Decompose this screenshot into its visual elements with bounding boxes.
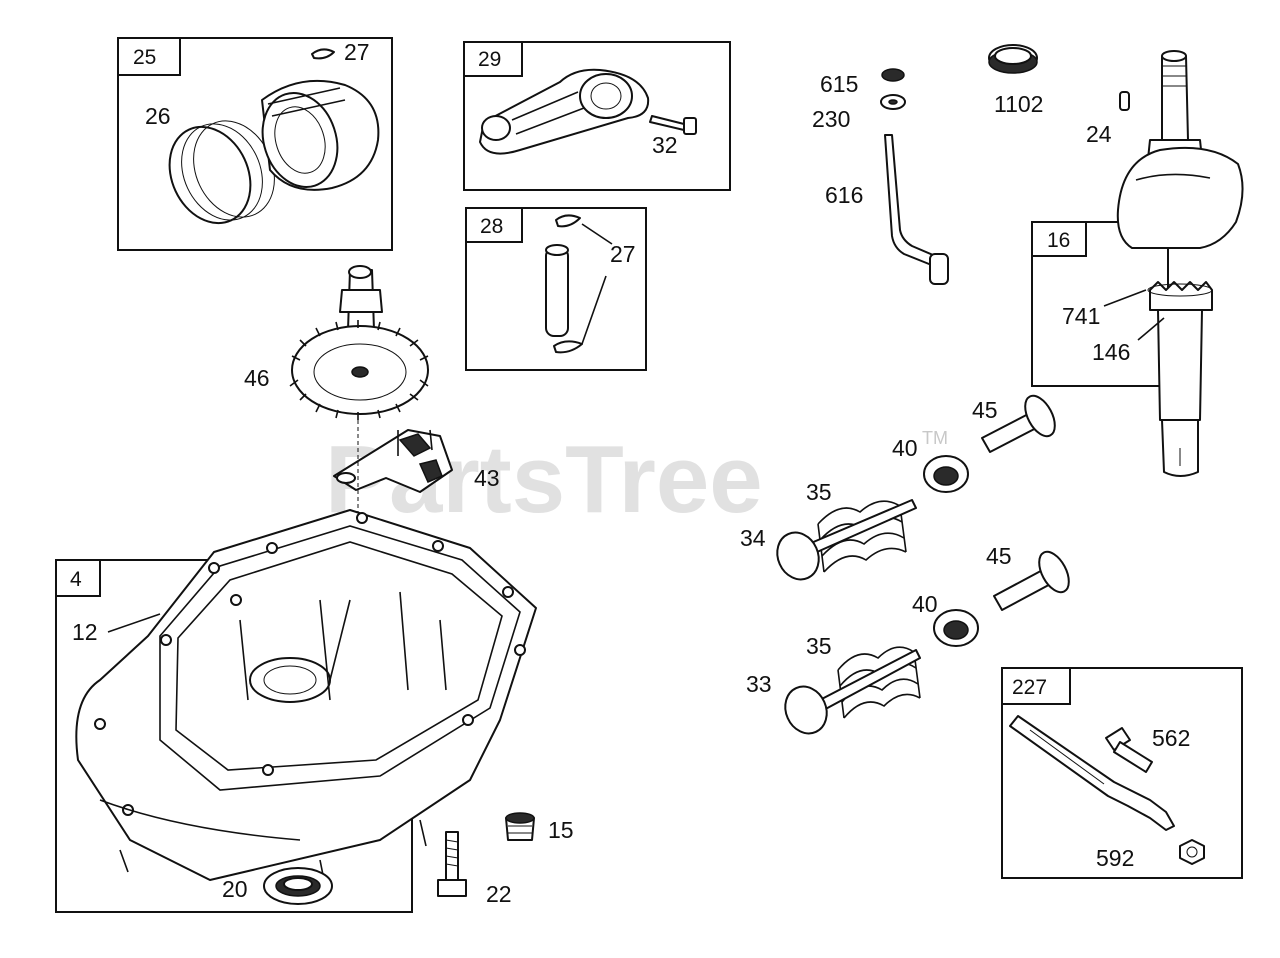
piston[interactable] [251,79,380,197]
group-29-frame [463,41,731,191]
callout-592: 592 [1096,845,1134,871]
crankcase-sump[interactable] [75,509,537,881]
callout-1102: 1102 [994,91,1043,117]
group-4-crankcase[interactable]: 4 [55,509,537,913]
group-227-frame [1001,667,1243,879]
group-28-tag: 28 [480,215,503,238]
callout-741: 741 [1062,303,1100,329]
flange-bolt-holes [94,512,526,816]
group-227-tag: 227 [1012,676,1047,699]
part-43-governor[interactable] [333,429,453,493]
callout-27-top: 27 [344,39,370,65]
piston-pin-clip[interactable] [311,48,335,60]
rod-bolt[interactable] [649,115,697,135]
part-22-bolt[interactable] [437,831,467,897]
part-20-seal[interactable] [263,867,333,905]
callout-562: 562 [1152,725,1190,751]
connecting-rod[interactable] [479,68,650,155]
part-33-valve-exhaust[interactable] [778,649,921,740]
callout-45-lower: 45 [986,543,1012,569]
pin-clip-top[interactable] [555,214,581,228]
group-4-tag-box [55,559,101,597]
part-46-camshaft[interactable] [289,265,429,420]
group-28-frame [465,207,647,371]
group-16-crankshaft[interactable]: 16 741 146 [1031,50,1244,477]
pin-clip-bottom[interactable] [553,340,583,354]
leader-12 [107,613,161,633]
group-25-tag-box [117,37,181,76]
callout-40-lower: 40 [912,591,938,617]
part-1102-oil-seal[interactable] [988,44,1038,74]
group-29-tag-box [463,41,523,77]
part-45-tappet-lower[interactable] [993,547,1075,611]
group-28-piston-pin[interactable]: 28 27 [465,207,647,371]
callout-35-upper: 35 [806,479,832,505]
governor-parts[interactable]: 615 230 616 [812,68,949,285]
part-45-tappet-upper[interactable] [981,391,1061,453]
group-25-tag: 25 [133,46,156,69]
callout-26: 26 [145,103,171,129]
callout-35-lower: 35 [806,633,832,659]
part-40-retainer-upper[interactable] [923,455,969,493]
group-16-tag-box [1031,221,1087,257]
crankshaft[interactable] [1116,50,1244,477]
callout-46: 46 [244,365,270,391]
callout-43: 43 [474,465,500,491]
part-592-nut[interactable] [1179,839,1205,865]
group-25-frame [117,37,393,251]
valve-assembly-intake[interactable]: 45 40 35 34 [740,391,1061,586]
group-28-tag-box [465,207,523,243]
group-29-connecting-rod[interactable]: 29 32 [463,41,731,191]
callout-615: 615 [820,71,858,97]
part-562-bolt[interactable] [1105,727,1153,773]
callout-27-pin-clips: 27 [610,241,636,267]
piston-pin[interactable] [545,244,569,337]
watermark-trademark: TM [922,428,948,448]
callout-616: 616 [825,182,863,208]
callout-33: 33 [746,671,772,697]
part-15-plug[interactable] [505,812,535,841]
group-16-tag: 16 [1047,229,1070,252]
callout-24: 24 [1086,121,1112,147]
part-34-valve-intake[interactable] [770,499,917,586]
callout-32: 32 [652,132,678,158]
part-616-governor-shaft[interactable] [884,134,949,285]
group-227-tag-box [1001,667,1071,705]
group-227-bracket[interactable]: 227 562 592 [1001,667,1243,879]
callout-146: 146 [1092,339,1130,365]
callout-22: 22 [486,881,512,907]
part-615-nut[interactable] [881,68,905,82]
group-29-tag: 29 [478,48,501,71]
valve-assembly-exhaust[interactable]: 45 40 35 33 [746,543,1075,740]
callout-230: 230 [812,106,850,132]
callout-15: 15 [548,817,574,843]
callout-45-upper: 45 [972,397,998,423]
callout-40-upper: 40 [892,435,918,461]
group-25-piston[interactable]: 25 27 26 [117,37,393,251]
group-4-tag: 4 [70,568,82,591]
callout-12: 12 [72,619,98,645]
callout-20: 20 [222,876,248,902]
callout-34: 34 [740,525,766,551]
part-40-retainer-lower[interactable] [933,609,979,647]
part-24-key[interactable] [1119,91,1130,111]
bracket-plate[interactable] [1009,715,1175,831]
